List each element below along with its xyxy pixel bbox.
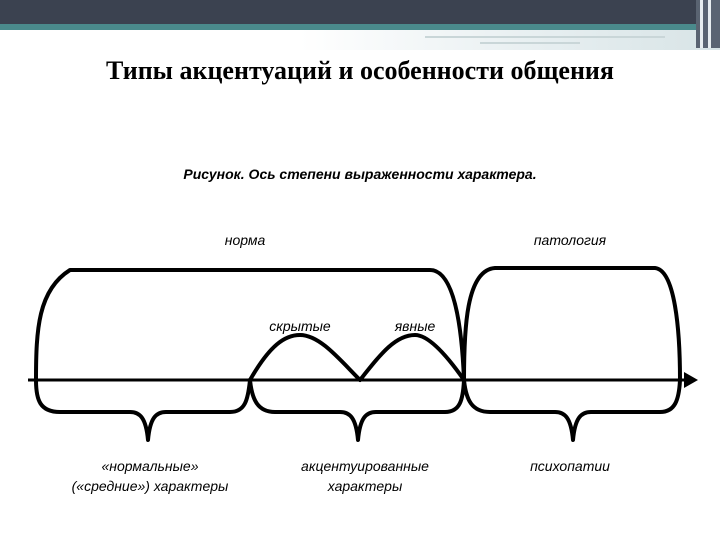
pathology-bracket: [462, 266, 682, 382]
label-normal-line1: «нормальные»: [101, 458, 199, 474]
label-norm: норма: [224, 232, 266, 248]
header-corner-stripe: [700, 0, 703, 48]
label-normal-line2: («средние») характеры: [71, 478, 229, 494]
label-explicit: явные: [394, 318, 436, 334]
header-accent-stripe: [0, 24, 720, 30]
axis-arrowhead: [684, 372, 698, 388]
slide-title: Типы акцентуаций и особенности общения: [106, 56, 614, 85]
label-accentuated-line1: акцентуированные: [301, 458, 429, 474]
header-bar: [0, 0, 720, 24]
header-fade: [300, 30, 720, 50]
norm-bracket: [34, 268, 466, 382]
label-pathology: патология: [533, 232, 607, 248]
header-corner-stripe: [708, 0, 711, 48]
header-deco-line: [425, 36, 665, 38]
header-deco-line: [480, 42, 580, 44]
brace-psychopathy: [462, 378, 682, 442]
label-psychopathy: психопатии: [530, 458, 610, 474]
brace-normal: [34, 378, 252, 442]
hidden-hump: [248, 333, 362, 382]
brace-accentuated: [248, 378, 466, 442]
explicit-hump: [358, 333, 466, 382]
label-accentuated-line2: характеры: [327, 478, 403, 494]
label-hidden: скрытые: [269, 318, 331, 334]
figure-caption: Рисунок. Ось степени выраженности характ…: [183, 166, 537, 182]
